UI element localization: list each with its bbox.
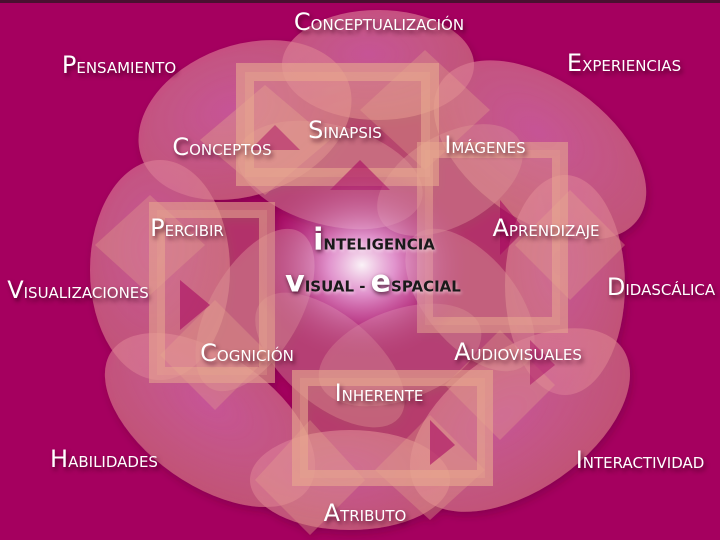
top-border: [0, 0, 720, 3]
label-didascalica: DIDASCÁLICA: [606, 273, 716, 301]
center-title-line2: vISUAL - eSPACIAL: [285, 264, 461, 300]
label-experiencias: EXPERIENCIAS: [566, 49, 682, 77]
label-inherente: INHERENTE: [334, 379, 424, 407]
label-conceptos: CONCEPTOS: [172, 133, 272, 161]
label-interactividad: INTERACTIVIDAD: [575, 446, 705, 474]
label-aprendizaje: APRENDIZAJE: [492, 214, 600, 242]
center-title-line1: iNTELIGENCIA: [313, 222, 435, 258]
label-pensamiento: PENSAMIENTO: [61, 51, 177, 79]
label-percibir: PERCIBIR: [150, 214, 224, 242]
label-cognicion: COGNICIÓN: [200, 339, 294, 367]
label-audiovisuales: AUDIOVISUALES: [454, 338, 582, 366]
label-visualizaciones: VISUALIZACIONES: [7, 276, 149, 304]
label-imagenes: IMÁGENES: [444, 131, 526, 159]
label-habilidades: HABILIDADES: [50, 445, 158, 473]
center-glow: [252, 170, 472, 360]
label-conceptualizacion: CONCEPTUALIZACIÓN: [293, 8, 465, 36]
label-sinapsis: SINAPSIS: [308, 116, 382, 144]
label-atributo: ATRIBUTO: [323, 499, 407, 527]
